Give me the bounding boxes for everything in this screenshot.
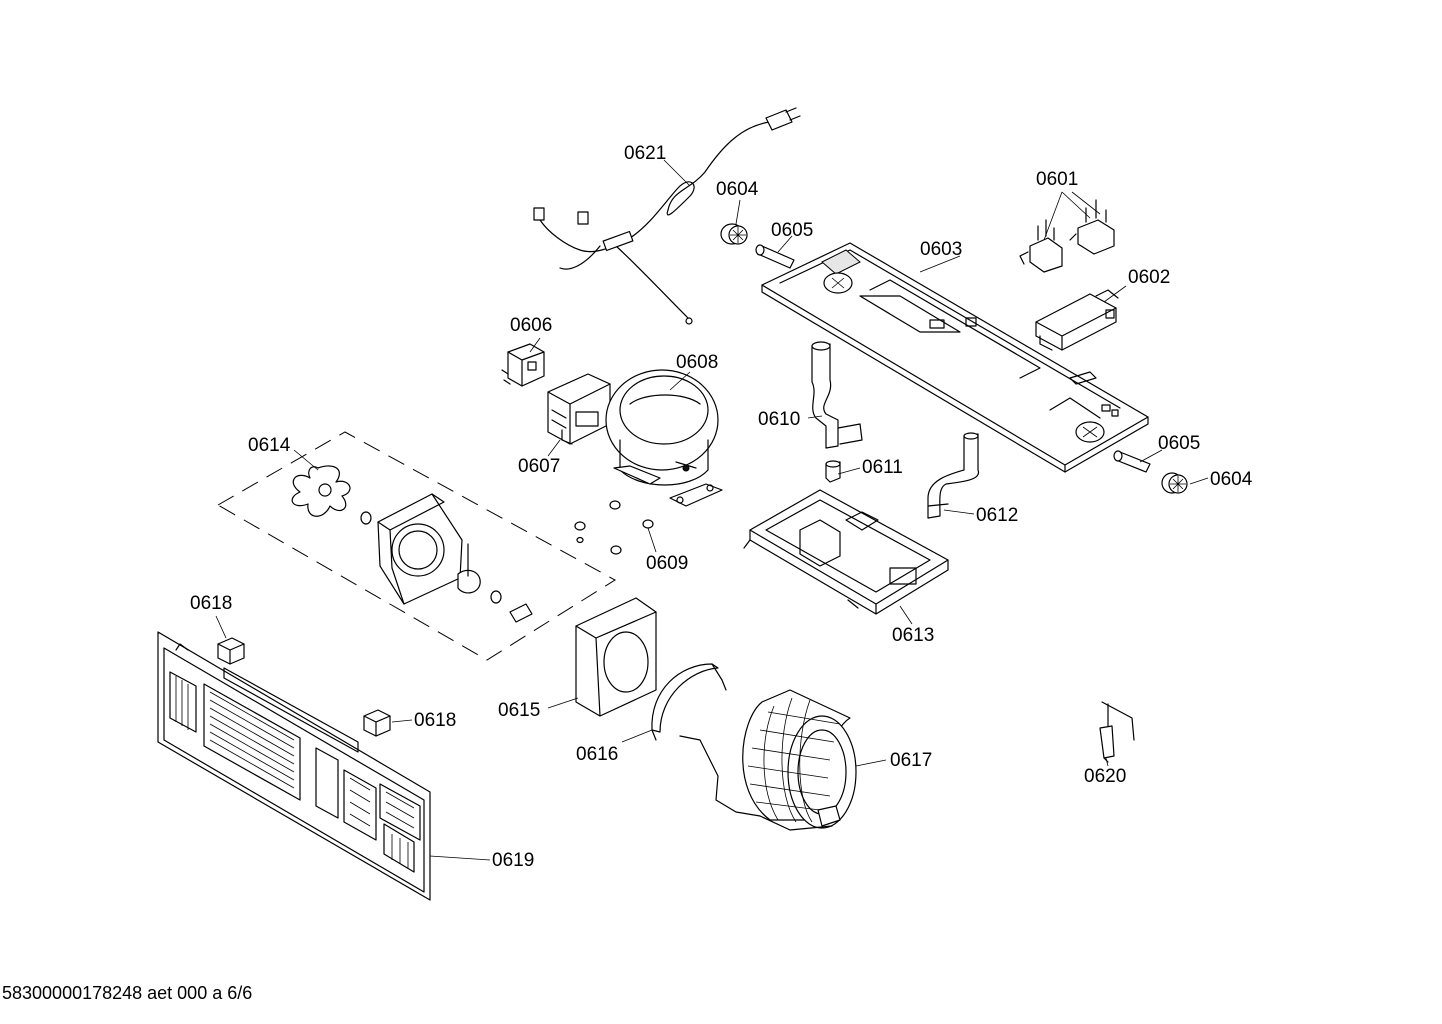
part-0618-clip-lower [363,709,391,737]
part-0602-housing [1035,289,1119,351]
label-0620: 0620 [1084,766,1127,787]
label-0605-upper: 0605 [771,220,814,241]
part-0611-valve [825,460,841,483]
label-0616: 0616 [576,744,619,765]
label-0601: 0601 [1036,169,1079,190]
part-0618-clip-upper [217,637,245,665]
part-0606-relay [501,343,545,387]
part-0621-power-cord [533,107,801,325]
part-0609-grommets [574,500,654,555]
part-0608-compressor [605,369,723,507]
label-0606: 0606 [510,315,553,336]
label-0613: 0613 [892,625,935,646]
label-0610: 0610 [758,409,801,430]
label-0614: 0614 [248,435,291,456]
label-0604-lower: 0604 [1210,469,1253,490]
part-0615-shroud [575,597,657,717]
label-0612: 0612 [976,505,1019,526]
label-0603: 0603 [920,239,963,260]
part-0604-roller-lower [1161,472,1188,494]
part-0604-roller-upper [720,223,748,245]
label-0604-upper: 0604 [716,179,759,200]
label-0621: 0621 [624,143,667,164]
part-0603-top-plate [761,242,1149,473]
part-0605-axle-upper [755,244,795,269]
part-0605-axle-lower [1113,450,1151,473]
part-0612-tube [927,432,980,519]
part-0619-back-panel [157,631,431,901]
part-0607-control-box [547,373,611,445]
leader-lines [215,159,1209,861]
part-0613-tray [743,489,949,615]
part-0610-tube [811,341,863,449]
part-0617-condenser [679,689,857,831]
label-0611: 0611 [862,457,903,478]
label-0619: 0619 [492,850,535,871]
document-code: 58300000178248 aet 000 a 6/6 [2,983,253,1003]
label-0609: 0609 [646,553,689,574]
label-0607: 0607 [518,456,561,477]
label-0608: 0608 [676,352,719,373]
label-0618-upper: 0618 [190,593,233,614]
part-0614-fan-assembly [216,431,616,661]
label-0615: 0615 [498,700,541,721]
part-0620-sensor [1099,701,1135,763]
label-0605-lower: 0605 [1158,433,1201,454]
label-0618-lower: 0618 [414,710,457,731]
label-0602: 0602 [1128,267,1171,288]
part-0616-bracket [651,663,727,741]
label-0617: 0617 [890,750,933,771]
part-0601-switches [1019,199,1115,273]
